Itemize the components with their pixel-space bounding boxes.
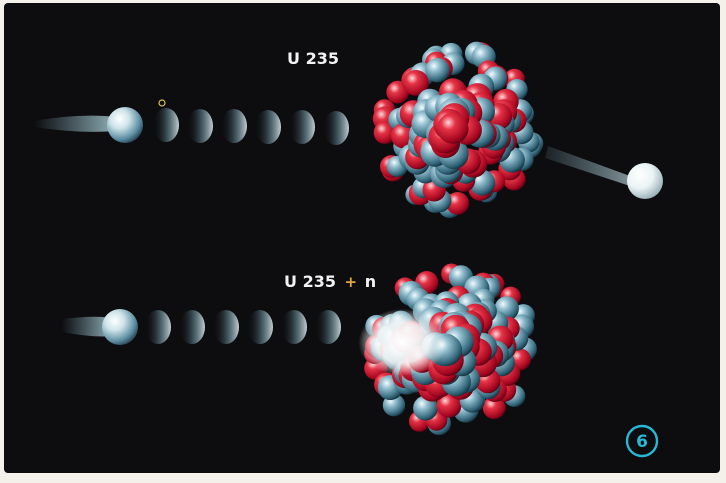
incoming-neutron: [107, 107, 143, 143]
bottom-label-plus: +: [345, 273, 358, 291]
bottom-neutron: [102, 309, 138, 345]
bottom-label-u235: U 235: [284, 272, 336, 291]
neutron-sphere: [425, 58, 449, 82]
bottom-label-n: n: [365, 272, 376, 291]
outgoing-neutron: [627, 163, 663, 199]
bottom-label: U 235 + n: [284, 272, 376, 291]
dark-panel: [4, 3, 720, 473]
top-label-u235: U 235: [287, 49, 339, 68]
figure-number: 6: [636, 432, 648, 452]
proton-sphere: [437, 113, 468, 144]
absorption-flash: [358, 309, 446, 376]
